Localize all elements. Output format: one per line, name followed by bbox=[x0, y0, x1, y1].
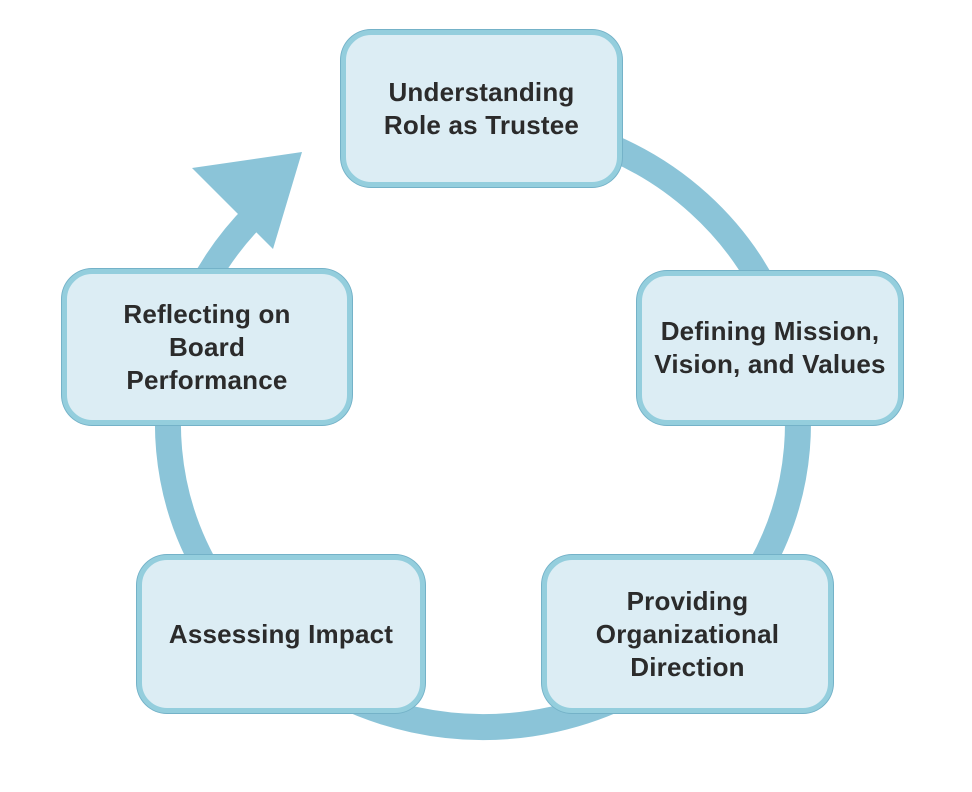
node-label: Reflecting on Board Performance bbox=[123, 298, 291, 395]
node-label: Providing Organizational Direction bbox=[595, 585, 780, 682]
node-label: Understanding Role as Trustee bbox=[383, 76, 580, 140]
node-assessing-impact: Assessing Impact bbox=[137, 555, 425, 713]
node-understanding-role-as-trustee: Understanding Role as Trustee bbox=[341, 30, 622, 187]
node-reflecting-on-board-performance: Reflecting on Board Performance bbox=[62, 269, 352, 425]
node-label: Assessing Impact bbox=[168, 618, 394, 649]
node-defining-mission-vision-values: Defining Mission, Vision, and Values bbox=[637, 271, 903, 425]
node-label: Defining Mission, Vision, and Values bbox=[654, 316, 886, 379]
node-providing-organizational-direction: Providing Organizational Direction bbox=[542, 555, 833, 713]
cycle-arrowhead-icon bbox=[192, 152, 302, 249]
